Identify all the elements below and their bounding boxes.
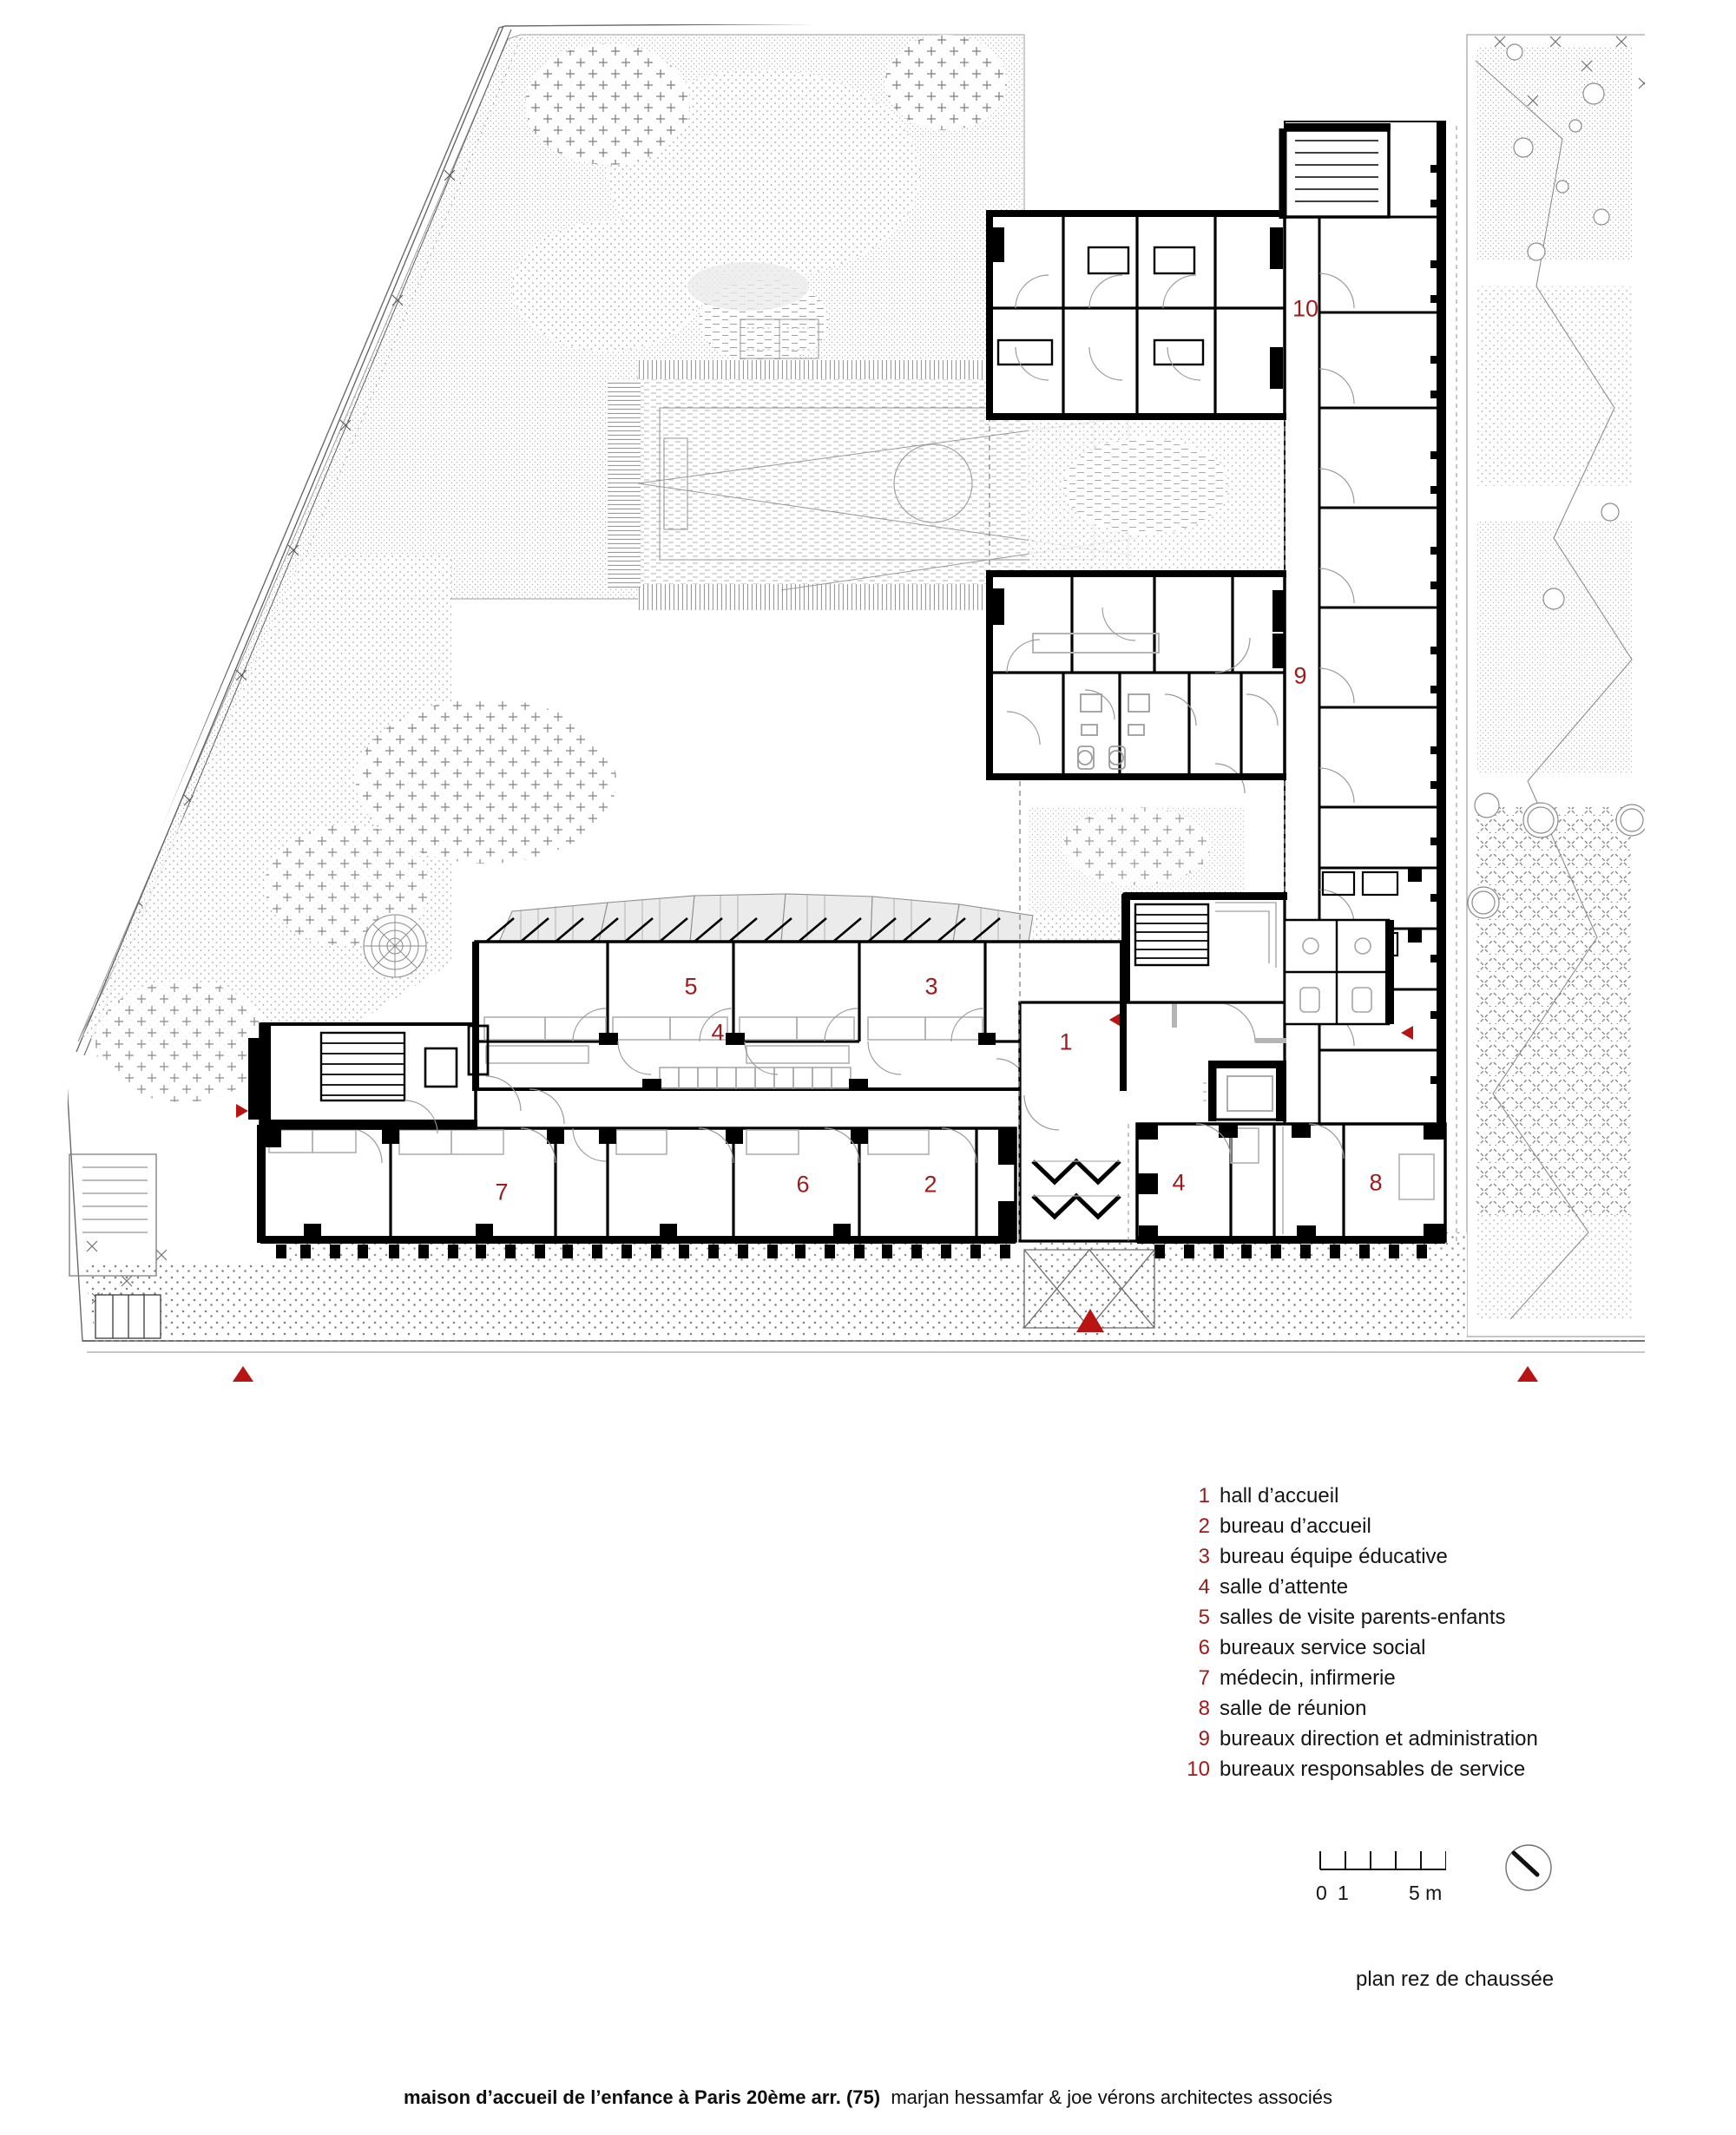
building-plan [248, 121, 1457, 1330]
legend-item-number: 9 [1198, 1727, 1210, 1751]
legend-item-number: 6 [1198, 1636, 1210, 1659]
tree-symbols [1467, 43, 1645, 919]
waiting-seats [659, 1067, 852, 1089]
entrance-marker-main [1076, 1309, 1104, 1332]
legend-item-number: 1 [1198, 1484, 1210, 1508]
plan-linework [68, 24, 1645, 1382]
room-number-4: 4 [1172, 1169, 1186, 1196]
legend-item: 10 bureaux responsables de service [1177, 1759, 1628, 1790]
legend-item: 8 salle de réunion [1177, 1698, 1628, 1729]
room-number-10: 10 [1292, 295, 1319, 322]
entrance-marker-west [233, 1366, 253, 1382]
wc-fixtures [1077, 693, 1150, 770]
small-court [740, 319, 819, 359]
floor-plan-drawing [68, 24, 1645, 1382]
block-north-10 [988, 211, 1286, 418]
legend-item: 1 hall d’accueil [1177, 1486, 1628, 1516]
legend-item-label: hall d’accueil [1220, 1484, 1339, 1508]
spiral-feature [363, 914, 427, 978]
footer-caption: maison d’accueil de l’enfance à Paris 20… [0, 2086, 1736, 2109]
south-facade-windows [276, 1245, 1010, 1258]
arrow-east-side [1401, 1026, 1413, 1040]
scale-label-1: 1 [1338, 1882, 1349, 1904]
legend-item-number: 3 [1198, 1545, 1210, 1568]
legend-item-number: 2 [1198, 1514, 1210, 1538]
arrow-west-side [236, 1104, 248, 1118]
legend-item-label: médecin, infirmerie [1220, 1666, 1396, 1690]
legend-item: 7 médecin, infirmerie [1177, 1668, 1628, 1698]
legend-item: 5 salles de visite parents-enfants [1177, 1607, 1628, 1638]
legend-item-number: 8 [1198, 1697, 1210, 1720]
legend-item: 4 salle d’attente [1177, 1577, 1628, 1607]
scale-bar [1316, 1847, 1446, 1873]
room-number-9: 9 [1293, 662, 1307, 689]
legend-item-label: bureau équipe éducative [1220, 1545, 1448, 1568]
stair-west [319, 1031, 406, 1102]
room-number-8: 8 [1369, 1169, 1383, 1196]
north-arrow-icon [1505, 1844, 1552, 1891]
legend-item-label: salle de réunion [1220, 1697, 1367, 1720]
legend-item: 2 bureau d’accueil [1177, 1516, 1628, 1547]
room-number-7: 7 [495, 1179, 509, 1205]
footer-project-title: maison d’accueil de l’enfance à Paris 20… [404, 2086, 881, 2108]
scale-label-0: 0 [1316, 1882, 1327, 1904]
scale-bar-graphic [1319, 1851, 1446, 1870]
block-southeast [1128, 1122, 1447, 1258]
wing-east [1284, 121, 1457, 1242]
north-compass [1503, 1842, 1555, 1898]
legend-item-label: salle d’attente [1220, 1575, 1349, 1599]
legend-item-number: 4 [1198, 1575, 1210, 1599]
room-number-6: 6 [796, 1171, 810, 1198]
shrub-crosses [1494, 36, 1645, 107]
entrance-arrow-side [236, 1026, 1413, 1118]
room-number-2: 2 [924, 1171, 937, 1198]
stair-central [1134, 903, 1210, 967]
footer-architect-credit: marjan hessamfar & joe vérons architecte… [891, 2086, 1332, 2108]
block-southwest-lower [259, 1127, 1017, 1258]
legend-item-number: 5 [1198, 1606, 1210, 1629]
legend-item-label: bureaux responsables de service [1220, 1757, 1526, 1781]
block-admin-9 [988, 571, 1286, 794]
legend-item: 3 bureau équipe éducative [1177, 1547, 1628, 1577]
entrance-markers [233, 1309, 1538, 1382]
exterior-stair-left [69, 1153, 161, 1339]
legend-item: 9 bureaux direction et administration [1177, 1729, 1628, 1759]
legend-list: 1 hall d’accueil 2 bureau d’accueil 3 bureau … [1177, 1486, 1628, 1790]
block-west-entry [248, 1022, 565, 1134]
plan-caption: plan rez de chaussée [1356, 1967, 1555, 1991]
room-number-4: 4 [711, 1019, 725, 1046]
service-cluster [1283, 918, 1394, 1026]
room-number-5: 5 [684, 973, 698, 1000]
room-number-3: 3 [924, 973, 938, 1000]
legend-item-label: bureaux service social [1220, 1636, 1426, 1659]
scale-label-5: 5 m [1409, 1882, 1443, 1904]
legend-item-label: salles de visite parents-enfants [1220, 1606, 1506, 1629]
legend-item-number: 10 [1187, 1757, 1210, 1781]
legend-item-number: 7 [1198, 1666, 1210, 1690]
stair-core-north [1279, 123, 1391, 219]
core-central [1121, 892, 1287, 1004]
room-number-1: 1 [1059, 1028, 1073, 1055]
sawtooth-roof [485, 917, 1001, 943]
entrance-marker-east [1517, 1366, 1538, 1382]
legend-item: 6 bureaux service social [1177, 1638, 1628, 1668]
legend-item-label: bureaux direction et administration [1220, 1727, 1538, 1751]
legend-item-label: bureau d’accueil [1220, 1514, 1371, 1538]
